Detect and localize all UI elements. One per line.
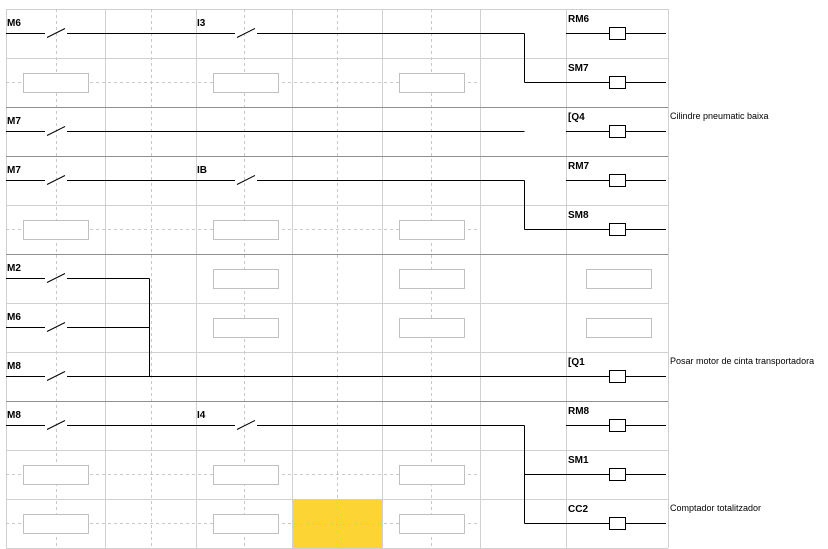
- contact-label: M8: [7, 410, 21, 421]
- empty-element-slot[interactable]: [399, 220, 465, 240]
- normally-open-contact: [46, 175, 66, 185]
- normally-open-contact: [46, 420, 66, 430]
- normally-open-contact: [236, 420, 256, 430]
- coil-symbol[interactable]: [609, 419, 626, 432]
- coil-label: CC2: [568, 504, 588, 515]
- rung-comment: Comptador totalitzador: [670, 503, 761, 513]
- empty-element-slot[interactable]: [399, 318, 465, 338]
- empty-element-slot[interactable]: [399, 73, 465, 93]
- rung-comment: Posar motor de cinta transportadora: [670, 356, 814, 366]
- empty-element-slot[interactable]: [213, 318, 279, 338]
- empty-element-slot[interactable]: [23, 220, 89, 240]
- coil-symbol[interactable]: [609, 468, 626, 481]
- contact-label: I3: [197, 18, 206, 29]
- coil-label: RM7: [568, 161, 590, 172]
- coil-symbol[interactable]: [609, 174, 626, 187]
- normally-open-contact: [236, 175, 256, 185]
- normally-open-contact: [46, 371, 66, 381]
- empty-coil-slot[interactable]: [586, 318, 652, 338]
- contact-label: M6: [7, 312, 21, 323]
- empty-element-slot[interactable]: [23, 465, 89, 485]
- empty-coil-slot[interactable]: [586, 269, 652, 289]
- empty-element-slot[interactable]: [213, 269, 279, 289]
- empty-element-slot[interactable]: [399, 514, 465, 534]
- coil-label: RM6: [568, 14, 590, 25]
- coil-symbol[interactable]: [609, 370, 626, 383]
- empty-element-slot[interactable]: [399, 465, 465, 485]
- coil-symbol[interactable]: [609, 125, 626, 138]
- contact-label: M2: [7, 263, 21, 274]
- coil-symbol[interactable]: [609, 76, 626, 89]
- coil-label: SM8: [568, 210, 589, 221]
- normally-open-contact: [46, 273, 66, 283]
- contact-label: M8: [7, 361, 21, 372]
- rung-comment: Cilindre pneumatic baixa: [670, 111, 769, 121]
- empty-element-slot[interactable]: [213, 465, 279, 485]
- contact-label: M7: [7, 116, 21, 127]
- empty-element-slot[interactable]: [213, 73, 279, 93]
- normally-open-contact: [46, 322, 66, 332]
- contact-label: M7: [7, 165, 21, 176]
- contact-label: IB: [197, 165, 207, 176]
- contact-label: M6: [7, 18, 21, 29]
- coil-symbol[interactable]: [609, 517, 626, 530]
- empty-element-slot[interactable]: [399, 269, 465, 289]
- coil-label: RM8: [568, 406, 590, 417]
- empty-element-slot[interactable]: [23, 73, 89, 93]
- coil-label: [Q1: [568, 357, 585, 368]
- coil-symbol[interactable]: [609, 223, 626, 236]
- coil-label: SM7: [568, 63, 589, 74]
- empty-element-slot[interactable]: [213, 514, 279, 534]
- normally-open-contact: [46, 126, 66, 136]
- coil-label: [Q4: [568, 112, 585, 123]
- empty-element-slot[interactable]: [213, 220, 279, 240]
- normally-open-contact: [236, 28, 256, 38]
- contact-label: I4: [197, 410, 206, 421]
- coil-label: SM1: [568, 455, 589, 466]
- empty-element-slot[interactable]: [23, 514, 89, 534]
- coil-symbol[interactable]: [609, 27, 626, 40]
- normally-open-contact: [46, 28, 66, 38]
